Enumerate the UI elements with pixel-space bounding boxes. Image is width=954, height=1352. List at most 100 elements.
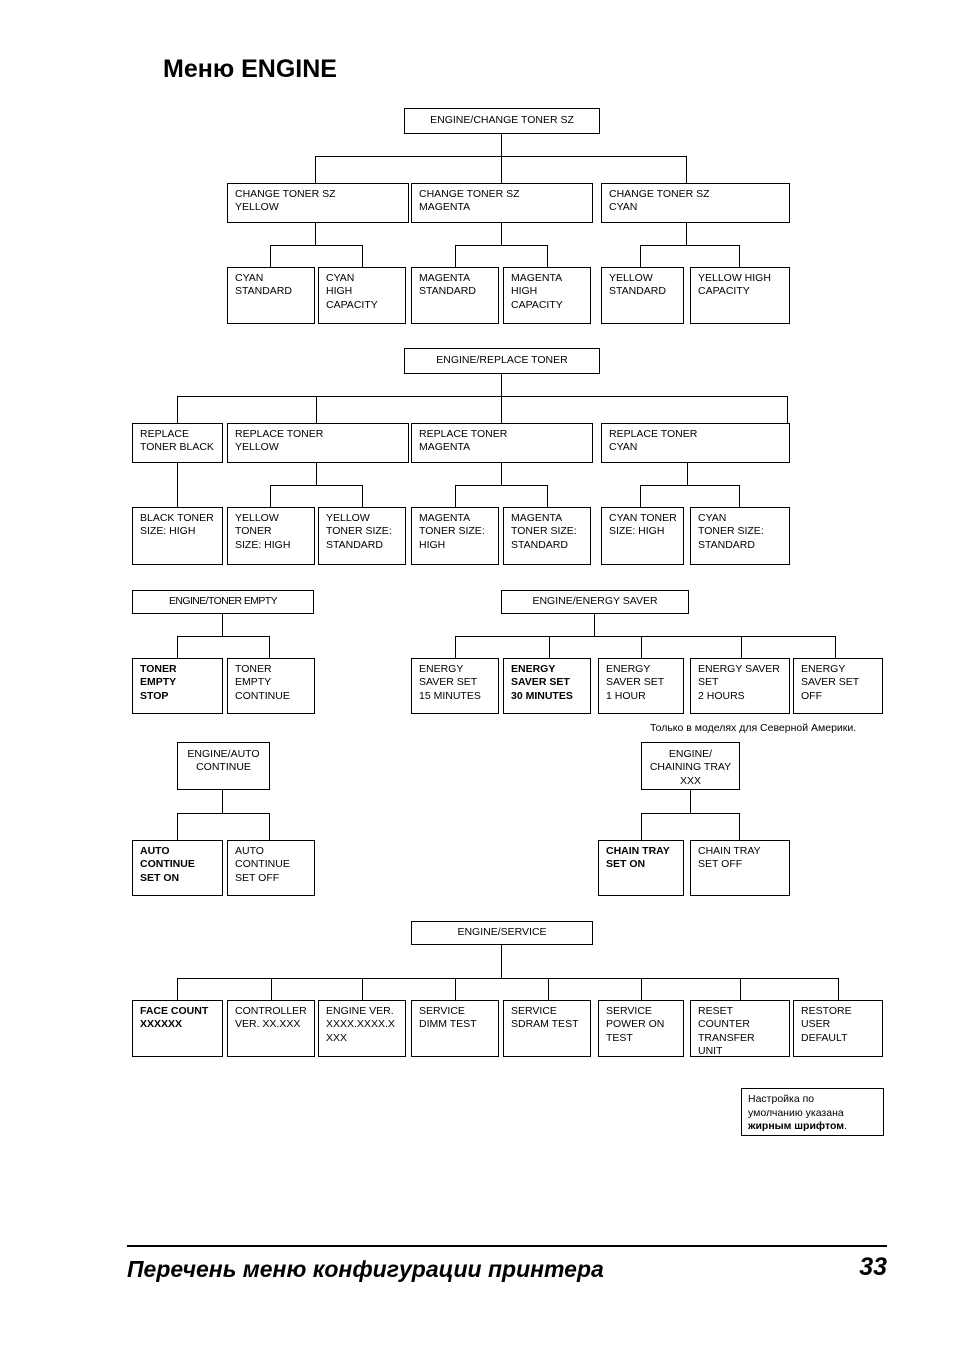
connector <box>686 223 688 246</box>
leaf-yellow-toner-size-high[interactable]: YELLOW TONER SIZE: HIGH <box>227 507 315 565</box>
connector <box>177 636 179 658</box>
connector <box>315 156 317 184</box>
leaf-energy-saver-off[interactable]: ENERGY SAVER SET OFF <box>793 658 883 714</box>
connector <box>641 978 643 1001</box>
node-replace-toner-magenta[interactable]: REPLACE TONER MAGENTA <box>411 423 593 463</box>
leaf-service-sdram-test[interactable]: SERVICE SDRAM TEST <box>503 1000 591 1057</box>
leaf-yellow-standard[interactable]: YELLOW STANDARD <box>601 267 684 324</box>
node-replace-toner-black[interactable]: REPLACE TONER BLACK <box>132 423 223 463</box>
leaf-yellow-toner-size-standard[interactable]: YELLOW TONER SIZE: STANDARD <box>318 507 406 565</box>
connector <box>501 374 503 397</box>
node-engine-chaining-tray-root[interactable]: ENGINE/ CHAINING TRAY XXX <box>641 742 740 790</box>
node-engine-energy-saver-root[interactable]: ENGINE/ENERGY SAVER <box>501 590 689 614</box>
page-title: Меню ENGINE <box>163 55 337 83</box>
legend-box: Настройка по умолчанию указана жирным шр… <box>741 1088 884 1136</box>
connector <box>316 463 318 486</box>
leaf-engine-ver[interactable]: ENGINE VER. XXXX.XXXX.X XXX <box>318 1000 406 1057</box>
leaf-toner-empty-continue[interactable]: TONER EMPTY CONTINUE <box>227 658 315 714</box>
leaf-service-dimm-test[interactable]: SERVICE DIMM TEST <box>411 1000 499 1057</box>
connector <box>501 945 503 979</box>
node-engine-change-toner-sz-root[interactable]: ENGINE/CHANGE TONER SZ <box>404 108 600 134</box>
connector <box>501 156 503 184</box>
node-change-toner-sz-cyan[interactable]: CHANGE TONER SZ CYAN <box>601 183 790 223</box>
node-change-toner-sz-yellow[interactable]: CHANGE TONER SZ YELLOW <box>227 183 409 223</box>
connector <box>222 790 224 814</box>
connector <box>739 485 741 507</box>
connector <box>455 485 457 507</box>
connector <box>641 813 643 840</box>
node-replace-toner-yellow[interactable]: REPLACE TONER YELLOW <box>227 423 409 463</box>
legend-line-3-bold: жирным шрифтом <box>748 1120 845 1133</box>
node-engine-auto-continue-root[interactable]: ENGINE/AUTO CONTINUE <box>177 742 270 790</box>
leaf-auto-continue-set-off[interactable]: AUTO CONTINUE SET OFF <box>227 840 315 896</box>
leaf-energy-saver-30-minutes[interactable]: ENERGY SAVER SET 30 MINUTES <box>503 658 591 714</box>
connector <box>362 978 364 1001</box>
connector <box>177 813 179 840</box>
leaf-chain-tray-set-off[interactable]: CHAIN TRAY SET OFF <box>690 840 790 896</box>
node-engine-toner-empty-root[interactable]: ENGINE/TONER EMPTY <box>132 590 314 614</box>
leaf-controller-ver[interactable]: CONTROLLER VER. XX.XXX <box>227 1000 315 1057</box>
leaf-face-count[interactable]: FACE COUNT XXXXXX <box>132 1000 223 1057</box>
connector <box>316 396 318 424</box>
connector <box>177 813 270 815</box>
leaf-reset-counter-transfer-unit[interactable]: RESET COUNTER TRANSFER UNIT <box>690 1000 790 1057</box>
leaf-energy-saver-1-hour[interactable]: ENERGY SAVER SET 1 HOUR <box>598 658 684 714</box>
connector <box>177 636 270 638</box>
leaf-energy-saver-15-minutes[interactable]: ENERGY SAVER SET 15 MINUTES <box>411 658 499 714</box>
connector <box>455 485 548 487</box>
leaf-magenta-toner-size-high[interactable]: MAGENTA TONER SIZE: HIGH <box>411 507 499 565</box>
leaf-cyan-toner-size-standard[interactable]: CYAN TONER SIZE: STANDARD <box>690 507 790 565</box>
connector <box>269 813 271 840</box>
connector <box>222 614 224 637</box>
connector <box>641 813 740 815</box>
leaf-auto-continue-set-on[interactable]: AUTO CONTINUE SET ON <box>132 840 223 896</box>
connector <box>549 636 551 658</box>
connector <box>739 813 741 840</box>
connector <box>362 245 364 267</box>
connector <box>177 396 788 398</box>
connector <box>835 636 837 658</box>
leaf-service-power-on-test[interactable]: SERVICE POWER ON TEST <box>598 1000 684 1057</box>
leaf-toner-empty-stop[interactable]: TONER EMPTY STOP <box>132 658 223 714</box>
node-replace-toner-cyan[interactable]: REPLACE TONER CYAN <box>601 423 790 463</box>
connector <box>455 245 548 247</box>
connector <box>787 396 789 424</box>
connector <box>177 978 839 980</box>
connector <box>594 614 596 637</box>
leaf-restore-user-default[interactable]: RESTORE USER DEFAULT <box>793 1000 883 1057</box>
connector <box>501 396 503 424</box>
connector <box>455 245 457 267</box>
connector <box>270 485 363 487</box>
node-change-toner-sz-magenta[interactable]: CHANGE TONER SZ MAGENTA <box>411 183 593 223</box>
node-engine-replace-toner-root[interactable]: ENGINE/REPLACE TONER <box>404 348 600 374</box>
connector <box>270 485 272 507</box>
connector <box>640 245 739 247</box>
leaf-magenta-standard[interactable]: MAGENTA STANDARD <box>411 267 499 324</box>
leaf-cyan-high-capacity[interactable]: CYAN HIGH CAPACITY <box>318 267 406 324</box>
connector <box>547 485 549 507</box>
connector <box>270 245 272 267</box>
connector <box>501 223 503 246</box>
connector <box>640 245 642 267</box>
leaf-black-toner-size-high[interactable]: BLACK TONER SIZE: HIGH <box>132 507 223 565</box>
leaf-magenta-high-capacity[interactable]: MAGENTA HIGH CAPACITY <box>503 267 591 324</box>
connector <box>501 463 503 486</box>
leaf-energy-saver-2-hours[interactable]: ENERGY SAVER SET 2 HOURS <box>690 658 790 714</box>
leaf-chain-tray-set-on[interactable]: CHAIN TRAY SET ON <box>598 840 684 896</box>
leaf-cyan-standard[interactable]: CYAN STANDARD <box>227 267 315 324</box>
footer-page-number: 33 <box>859 1253 887 1281</box>
leaf-cyan-toner-size-high[interactable]: CYAN TONER SIZE: HIGH <box>601 507 684 565</box>
legend-line-3-tail: . <box>844 1120 847 1133</box>
connector <box>269 636 271 658</box>
connector <box>271 978 273 1001</box>
connector <box>455 636 836 638</box>
connector <box>501 134 503 157</box>
footer-title: Перечень меню конфигурации принтера <box>127 1256 604 1282</box>
leaf-yellow-high-capacity[interactable]: YELLOW HIGH CAPACITY <box>690 267 790 324</box>
note-north-america: Только в моделях для Северной Америки. <box>650 722 857 734</box>
connector <box>686 156 688 184</box>
node-engine-service-root[interactable]: ENGINE/SERVICE <box>411 921 593 945</box>
connector <box>315 223 317 246</box>
leaf-magenta-toner-size-standard[interactable]: MAGENTA TONER SIZE: STANDARD <box>503 507 591 565</box>
